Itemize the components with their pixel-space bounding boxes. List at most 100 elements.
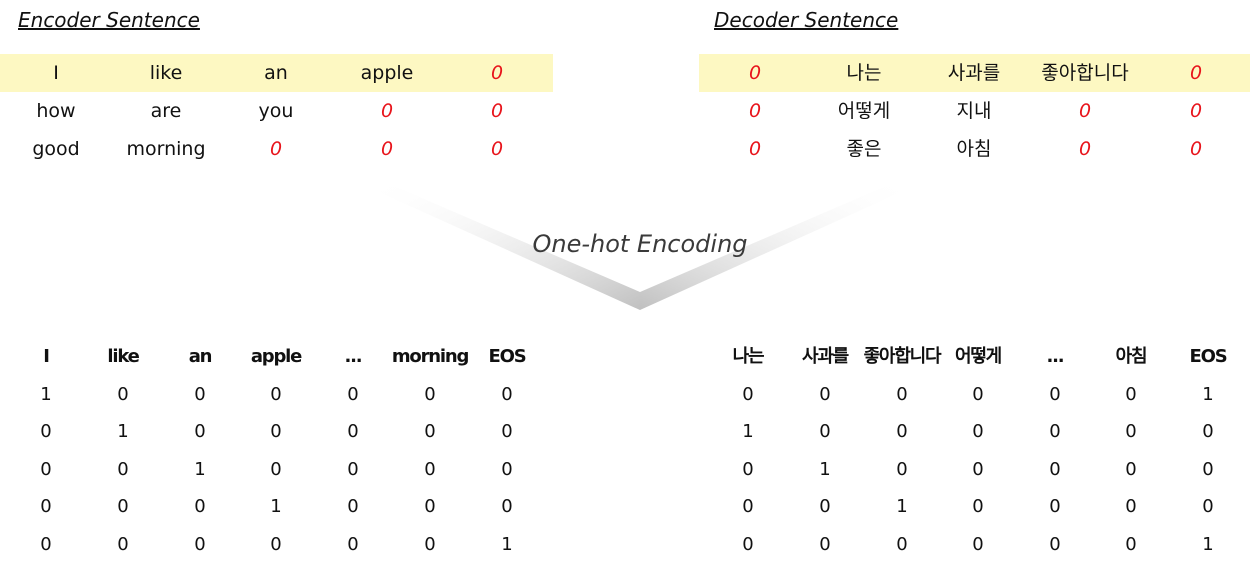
- encoder-onehot-cell: 1: [270, 496, 282, 517]
- encoder-onehot-cell: 0: [117, 534, 129, 555]
- encoder-token: you: [258, 100, 294, 122]
- encoder-onehot-header: EOS: [488, 346, 527, 367]
- decoder-onehot-cell: 0: [1125, 534, 1137, 555]
- encoder-token: good: [32, 138, 80, 160]
- decoder-onehot-cell: 1: [742, 421, 754, 442]
- encoder-onehot-header: I: [43, 346, 50, 367]
- decoder-token: 어떻게: [837, 100, 891, 122]
- encoder-token: an: [264, 62, 288, 84]
- encoder-onehot-cell: 0: [194, 496, 206, 517]
- encoder-onehot-header: an: [188, 346, 213, 367]
- decoder-onehot-cell: 0: [742, 534, 754, 555]
- funnel-arrow-icon: [370, 180, 910, 310]
- encoder-onehot-header: like: [107, 346, 139, 367]
- encoder-onehot-header: morning: [391, 346, 469, 367]
- decoder-onehot-header: EOS: [1189, 346, 1228, 367]
- decoder-onehot-cell: 0: [896, 534, 908, 555]
- encoder-onehot-cell: 1: [501, 534, 513, 555]
- encoder-onehot-cell: 0: [270, 421, 282, 442]
- encoder-pad-token: 0: [380, 100, 394, 122]
- encoder-onehot-header: apple: [250, 346, 302, 367]
- encoder-title: Encoder Sentence: [18, 8, 200, 32]
- decoder-token: 아침: [956, 138, 992, 160]
- decoder-onehot-header: 좋아합니다: [863, 346, 942, 367]
- encoder-onehot-cell: 0: [117, 384, 129, 405]
- decoder-pad-token: 0: [1078, 138, 1092, 160]
- encoder-onehot-cell: 0: [424, 534, 436, 555]
- decoder-onehot-cell: 0: [1049, 384, 1061, 405]
- encoder-onehot-cell: 0: [117, 496, 129, 517]
- encoder-pad-token: 0: [490, 100, 504, 122]
- decoder-pad-token: 0: [1078, 100, 1092, 122]
- encoder-onehot-cell: 0: [424, 459, 436, 480]
- decoder-onehot-header: 사과를: [801, 346, 849, 367]
- encoder-onehot-cell: 1: [194, 459, 206, 480]
- decoder-onehot-cell: 0: [1049, 459, 1061, 480]
- decoder-onehot-header: 아침: [1115, 346, 1148, 367]
- decoder-onehot-cell: 0: [896, 459, 908, 480]
- decoder-onehot-cell: 0: [1125, 384, 1137, 405]
- encoder-highlight-row: [0, 54, 553, 92]
- encoder-onehot-cell: 0: [270, 384, 282, 405]
- decoder-onehot-header: 나는: [732, 346, 765, 367]
- decoder-onehot-cell: 0: [819, 496, 831, 517]
- decoder-onehot-cell: 0: [1202, 496, 1214, 517]
- decoder-token: 좋은: [846, 138, 882, 160]
- decoder-onehot-cell: 0: [896, 421, 908, 442]
- decoder-onehot-cell: 0: [972, 496, 984, 517]
- decoder-onehot-cell: 0: [1049, 534, 1061, 555]
- decoder-pad-token: 0: [1189, 62, 1203, 84]
- encoder-onehot-cell: 0: [501, 421, 513, 442]
- decoder-onehot-header: ...: [1046, 346, 1065, 367]
- encoder-onehot-cell: 1: [40, 384, 52, 405]
- encoder-onehot-cell: 0: [40, 534, 52, 555]
- decoder-onehot-cell: 0: [972, 384, 984, 405]
- encoder-onehot-cell: 0: [424, 421, 436, 442]
- decoder-onehot-cell: 0: [742, 384, 754, 405]
- decoder-onehot-cell: 0: [819, 384, 831, 405]
- encoder-pad-token: 0: [380, 138, 394, 160]
- decoder-onehot-cell: 1: [819, 459, 831, 480]
- encoder-onehot-cell: 0: [40, 459, 52, 480]
- encoder-onehot-cell: 0: [347, 496, 359, 517]
- decoder-token: 지내: [956, 100, 992, 122]
- encoder-token: are: [150, 100, 182, 122]
- decoder-onehot-cell: 0: [1125, 496, 1137, 517]
- decoder-onehot-header: 어떻게: [954, 346, 1002, 367]
- decoder-token: 좋아합니다: [1041, 62, 1129, 84]
- decoder-onehot-cell: 0: [742, 459, 754, 480]
- decoder-pad-token: 0: [1189, 100, 1203, 122]
- encoder-pad-token: 0: [269, 138, 283, 160]
- encoder-onehot-cell: 0: [347, 534, 359, 555]
- encoder-onehot-header: ...: [344, 346, 363, 367]
- encoder-onehot-cell: 0: [347, 459, 359, 480]
- decoder-onehot-cell: 0: [1125, 459, 1137, 480]
- decoder-pad-token: 0: [748, 138, 762, 160]
- decoder-onehot-cell: 0: [1202, 421, 1214, 442]
- decoder-title: Decoder Sentence: [714, 8, 899, 32]
- decoder-pad-token: 0: [748, 62, 762, 84]
- encoder-token: morning: [126, 138, 206, 160]
- encoder-token: how: [36, 100, 76, 122]
- decoder-onehot-cell: 0: [896, 384, 908, 405]
- encoder-token: I: [53, 62, 59, 84]
- decoder-onehot-cell: 1: [896, 496, 908, 517]
- encoder-onehot-cell: 0: [270, 534, 282, 555]
- encoder-pad-token: 0: [490, 138, 504, 160]
- decoder-onehot-cell: 0: [1049, 496, 1061, 517]
- decoder-pad-token: 0: [1189, 138, 1203, 160]
- encoder-onehot-cell: 0: [194, 534, 206, 555]
- encoder-onehot-cell: 0: [194, 384, 206, 405]
- encoder-onehot-cell: 0: [501, 459, 513, 480]
- decoder-highlight-row: [699, 54, 1250, 92]
- encoder-onehot-cell: 1: [117, 421, 129, 442]
- encoder-pad-token: 0: [490, 62, 504, 84]
- encoder-onehot-cell: 0: [40, 421, 52, 442]
- encoder-onehot-cell: 0: [40, 496, 52, 517]
- decoder-onehot-cell: 0: [742, 496, 754, 517]
- decoder-onehot-cell: 0: [972, 421, 984, 442]
- decoder-token: 나는: [846, 62, 882, 84]
- encoder-onehot-cell: 0: [347, 384, 359, 405]
- one-hot-encoding-label: One-hot Encoding: [532, 230, 748, 258]
- decoder-onehot-cell: 0: [1125, 421, 1137, 442]
